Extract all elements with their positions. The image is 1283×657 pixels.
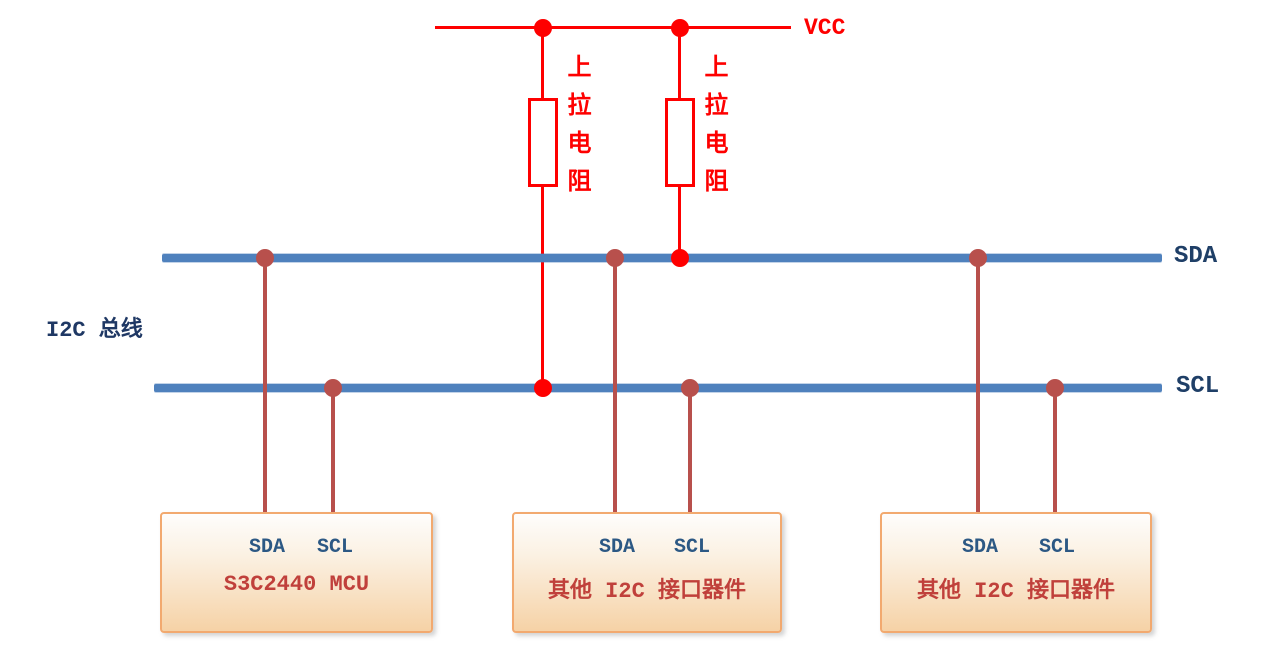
sda-bus-line — [162, 254, 1162, 262]
device-1-scl-pin-label: SCL — [316, 536, 354, 559]
device-box-other-i2c-1: SDA SCL 其他 I2C 接口器件 — [512, 512, 782, 633]
sda-bus-label: SDA — [1174, 243, 1218, 270]
pullup-resistor-1-label: 上拉电阻 — [563, 54, 591, 206]
device-3-scl-wire — [1053, 388, 1057, 512]
device-3-sda-pin-label: SDA — [961, 536, 999, 559]
pullup-resistor-2 — [665, 98, 695, 187]
device-2-sda-wire — [613, 258, 617, 512]
vcc-label: VCC — [804, 15, 846, 41]
sda-junction-dot-device-2 — [606, 249, 624, 267]
i2c-bus-name-label: I2C 总线 — [46, 318, 143, 343]
device-2-sda-pin-label: SDA — [598, 536, 636, 559]
pullup-2-bottom-wire — [678, 187, 681, 259]
pullup-1-top-wire — [541, 28, 544, 98]
device-3-title: 其他 I2C 接口器件 — [916, 579, 1115, 604]
scl-junction-dot-device-2 — [681, 379, 699, 397]
pullup-resistor-1 — [528, 98, 558, 187]
device-1-title: S3C2440 MCU — [223, 572, 370, 597]
device-3-sda-wire — [976, 258, 980, 512]
scl-bus-line — [154, 384, 1162, 392]
sda-junction-dot-pullup-2 — [671, 249, 689, 267]
scl-junction-dot-device-3 — [1046, 379, 1064, 397]
scl-junction-dot-device-1 — [324, 379, 342, 397]
device-2-scl-wire — [688, 388, 692, 512]
sda-junction-dot-device-3 — [969, 249, 987, 267]
pullup-1-bottom-wire — [541, 187, 544, 389]
device-2-title: 其他 I2C 接口器件 — [547, 579, 746, 604]
device-box-s3c2440-mcu: SDA SCL S3C2440 MCU — [160, 512, 433, 633]
vcc-rail-line — [435, 26, 791, 29]
pullup-resistor-2-label: 上拉电阻 — [700, 54, 728, 206]
device-2-scl-pin-label: SCL — [673, 536, 711, 559]
scl-junction-dot-pullup-1 — [534, 379, 552, 397]
sda-junction-dot-device-1 — [256, 249, 274, 267]
device-1-sda-pin-label: SDA — [248, 536, 286, 559]
device-3-scl-pin-label: SCL — [1038, 536, 1076, 559]
scl-bus-label: SCL — [1176, 373, 1220, 400]
pullup-2-top-wire — [678, 28, 681, 98]
device-1-scl-wire — [331, 388, 335, 512]
device-box-other-i2c-2: SDA SCL 其他 I2C 接口器件 — [880, 512, 1152, 633]
device-1-sda-wire — [263, 258, 267, 512]
